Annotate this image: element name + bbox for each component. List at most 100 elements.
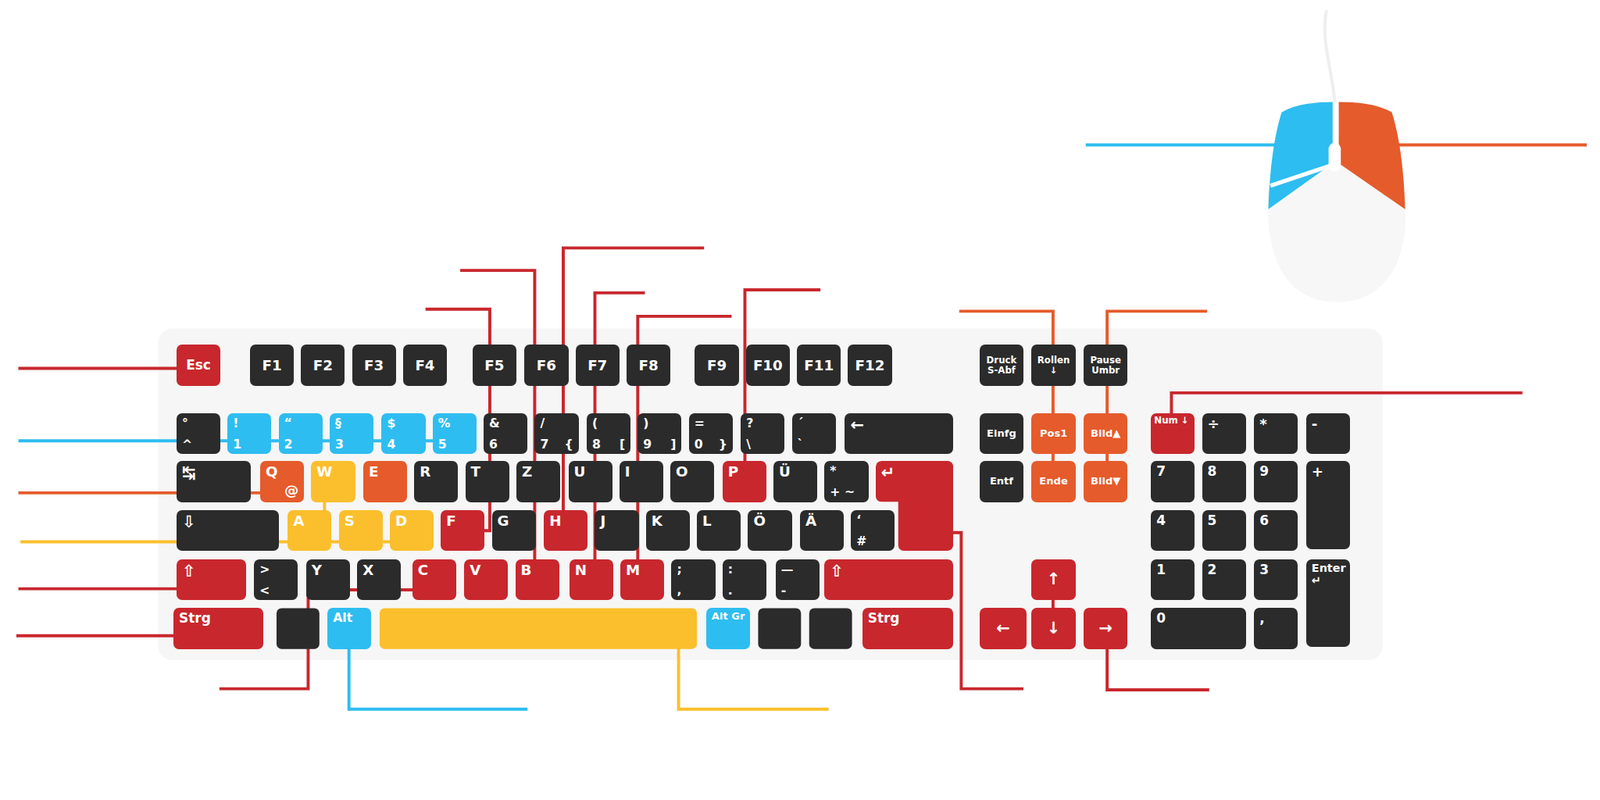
key-label: ) [642, 416, 649, 430]
key-label: ⇧ [182, 562, 197, 581]
keyboard-key: ÷ [1202, 413, 1247, 454]
keyboard-key: S [339, 510, 383, 551]
key-label-row: F7 [581, 357, 615, 374]
keyboard-key: (8[ [586, 413, 631, 454]
keyboard-key: *+ ~ [824, 460, 868, 502]
key-label: ⇧ [829, 562, 844, 581]
keyboard-key: Pos1 [1031, 413, 1075, 454]
key-label-row: F9 [700, 357, 733, 374]
key-label: + ~ [829, 485, 855, 499]
keyboard-key: Ä [800, 510, 844, 551]
keyboard-key: ;, [671, 559, 715, 600]
key-label: 3 [1259, 562, 1269, 578]
key-label-row: N [575, 562, 608, 579]
key-label: 1 [232, 437, 242, 451]
keyboard-key: F12 [847, 344, 892, 386]
keyboard-key: C [412, 559, 457, 600]
leader-line [1393, 143, 1587, 147]
keyboard-key: 0 [1150, 607, 1246, 649]
key-label: Enter [1311, 562, 1347, 575]
key-label: E [368, 464, 379, 480]
keyboard-key: %5 [432, 413, 477, 454]
key-label-row: Pos1 [1033, 428, 1073, 440]
key-label: < [259, 583, 270, 597]
keyboard-key: N [569, 559, 614, 600]
keyboard-key: 2 [1202, 559, 1247, 600]
leader-line [18, 367, 185, 371]
key-label-row: ^ [182, 437, 215, 451]
keyboard-key: Y [306, 559, 350, 600]
key-label: B [521, 562, 533, 579]
key-label-row: 1 [232, 437, 266, 451]
key-label: 8 [1207, 464, 1218, 479]
key-label: Alt [332, 610, 353, 625]
key-label-row: Ü [778, 464, 812, 480]
key-label: Einfg [986, 428, 1017, 440]
keyboard-key: B [515, 559, 560, 600]
key-label: ` [797, 437, 804, 451]
key-label-row: ) [642, 416, 676, 430]
keyboard-key: U [568, 460, 613, 502]
key-label-row: # [856, 534, 890, 548]
key-label-row: C [417, 562, 451, 579]
key-label-row: 1 [1156, 562, 1190, 578]
key-label-row: ` [797, 437, 831, 451]
key-label-row: : [728, 562, 761, 576]
key-label: Strg [178, 610, 211, 626]
key-label: X [362, 562, 374, 579]
keyboard-key: Ende [1031, 460, 1075, 502]
key-label: , [676, 583, 682, 597]
key-label: P [728, 464, 739, 480]
key-label: Bild▲ [1090, 428, 1121, 440]
key-label-row: L [702, 513, 736, 529]
keyboard-key: 4 [1150, 510, 1195, 551]
key-label: 0 [1156, 610, 1166, 626]
key-label-row: F1 [255, 357, 289, 374]
keyboard-key: Bild▲ [1083, 413, 1128, 454]
keyboard-key: —- [775, 559, 820, 600]
key-label: 4 [1156, 513, 1166, 529]
key-label: F4 [414, 357, 435, 374]
key-label-row: @ [265, 482, 299, 499]
key-label-row: X [362, 562, 396, 579]
key-label: Druck S-Abf [982, 355, 1022, 376]
key-label: Y [311, 562, 322, 579]
key-label: { [564, 437, 573, 451]
key-label: W [316, 464, 333, 480]
key-label: ° [182, 416, 189, 430]
key-label-row: → [1089, 619, 1122, 638]
key-label: / [539, 416, 545, 430]
key-label-row: G [497, 513, 531, 529]
keyboard-key: :. [722, 559, 767, 600]
key-label-row: 6 [1259, 513, 1293, 529]
key-label-row: Entf [982, 475, 1022, 487]
key-label-row: F11 [802, 357, 836, 374]
key-label: , [1259, 610, 1265, 626]
key-label-row: + [1311, 464, 1345, 480]
key-label: V [469, 562, 481, 579]
keyboard-key: F [440, 510, 485, 551]
key-label: 9 [642, 437, 652, 451]
key-label-row: , [676, 583, 710, 597]
key-label-row: 9 [1259, 464, 1293, 479]
keyboard-key: =0} [689, 413, 733, 454]
key-label-row: . [728, 583, 761, 597]
keyboard-key: Druck S-Abf [979, 344, 1024, 386]
keyboard-key: Ü [773, 460, 818, 502]
key-label: Bild▼ [1090, 475, 1121, 487]
key-label-row: A [292, 513, 326, 529]
key-label: ↓ [1046, 619, 1061, 638]
key-label-row: ÷ [1207, 416, 1241, 433]
keyboard-key: Num ↓ [1150, 413, 1195, 454]
leader-line [678, 632, 829, 710]
key-label: 2 [284, 437, 293, 451]
key-label: 6 [489, 437, 498, 451]
key-label-row: Esc [182, 357, 215, 373]
key-label-row: ° [182, 416, 215, 430]
key-label: F1 [261, 357, 282, 374]
key-label-row: K [651, 513, 685, 529]
key-label: F3 [364, 357, 384, 374]
key-label-row: 5 [1207, 513, 1241, 529]
key-label-row: V [469, 562, 503, 579]
key-label-row: T [471, 464, 504, 480]
